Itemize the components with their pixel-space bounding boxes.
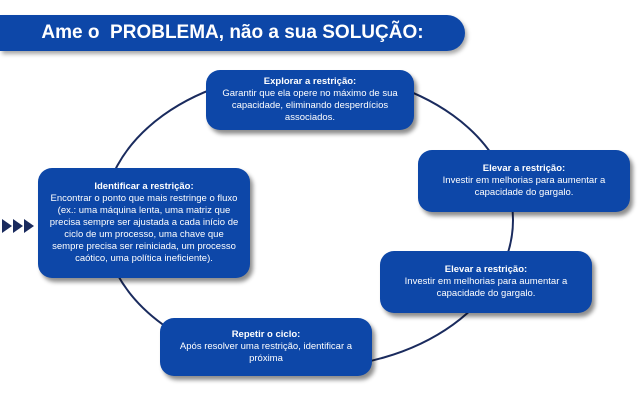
step-elevar-2-title: Elevar a restrição: xyxy=(444,264,528,275)
step-explorar-body: Garantir que ela opere no máximo de sua … xyxy=(222,88,398,123)
step-repetir-body: Após resolver uma restrição, identificar… xyxy=(179,341,353,364)
step-identificar-title: Identificar a restrição: xyxy=(94,181,194,192)
step-repetir: Repetir o ciclo: Após resolver uma restr… xyxy=(160,318,372,376)
step-explorar: Explorar a restrição: Garantir que ela o… xyxy=(206,70,414,130)
step-elevar-2-body: Investir em melhorias para aumentar a ca… xyxy=(404,276,568,299)
step-elevar-1: Elevar a restrição: Investir em melhoria… xyxy=(418,150,630,212)
triple-play-arrows-icon xyxy=(2,219,35,233)
step-identificar-body: Encontrar o ponto que mais restringe o f… xyxy=(49,193,239,264)
step-identificar: Identificar a restrição: Encontrar o pon… xyxy=(38,168,250,278)
step-elevar-1-body: Investir em melhorias para aumentar a ca… xyxy=(442,175,606,198)
step-elevar-1-title: Elevar a restrição: xyxy=(482,163,566,174)
step-explorar-title: Explorar a restrição: xyxy=(263,76,357,87)
page-title: Ame o PROBLEMA, não a sua SOLUÇÃO: xyxy=(0,15,465,51)
step-repetir-title: Repetir o ciclo: xyxy=(231,329,301,340)
step-elevar-2: Elevar a restrição: Investir em melhoria… xyxy=(380,251,592,313)
